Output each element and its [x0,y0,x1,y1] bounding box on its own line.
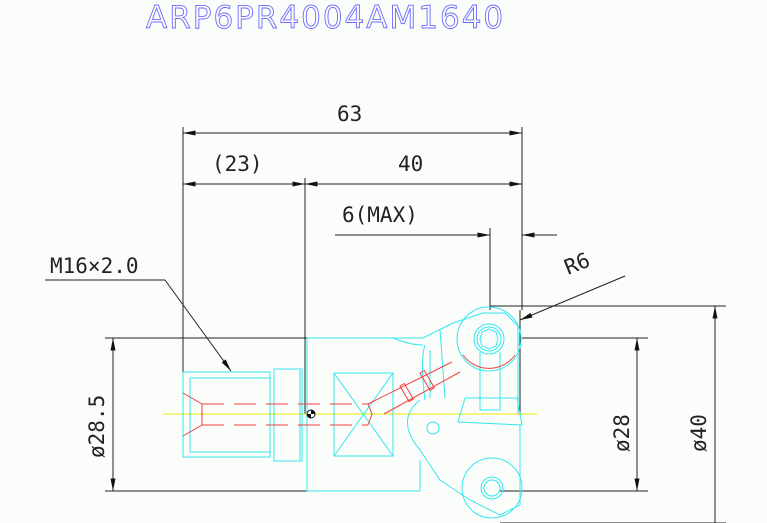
dim-text-40-dia: ø40 [687,414,711,452]
dim-text-63: 63 [337,102,362,126]
thread-leader [164,279,232,372]
dim-text-23: (23) [212,152,263,176]
dim-text-285: ø28.5 [85,395,109,458]
drawing-title: ARP6PR4004AM1640 [146,0,505,36]
dim-text-40: 40 [398,152,423,176]
hidden-lines [182,354,516,437]
tool-geometry [182,306,523,519]
dim-text-6max: 6(MAX) [342,203,418,227]
dim-text-thread: M16×2.0 [50,254,139,278]
dimension-lines [45,130,718,523]
origin-marker-fill [307,410,315,418]
dim-r6-leader [519,275,626,321]
dim-text-r6: R6 [561,248,593,280]
dim-text-28: ø28 [610,414,634,452]
